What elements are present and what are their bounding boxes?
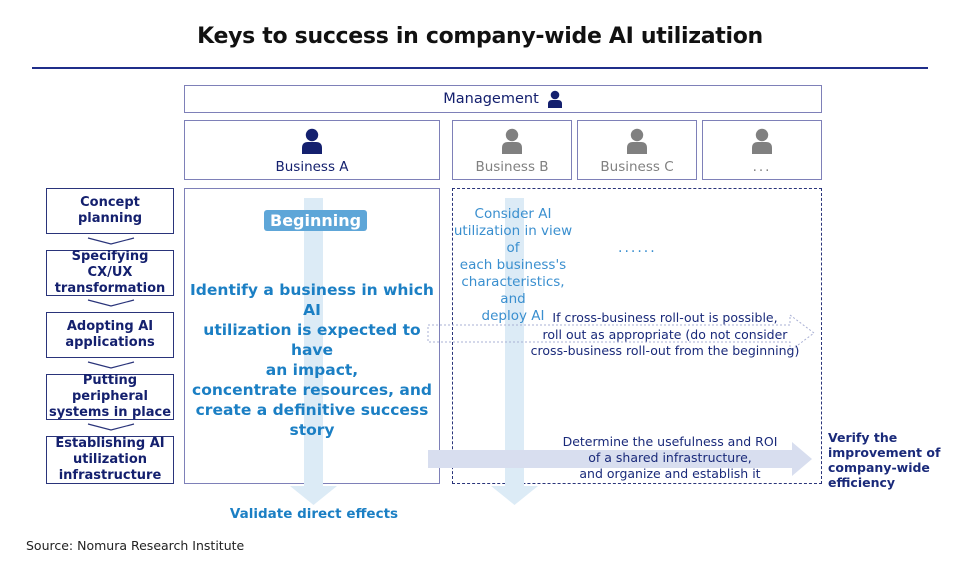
- arrow-down-business-a: [290, 198, 337, 505]
- business-a-box: Business A: [184, 120, 440, 180]
- person-icon: [302, 128, 322, 154]
- management-label: Management: [443, 91, 539, 107]
- page-title: Keys to success in company-wide AI utili…: [197, 24, 763, 49]
- arrow-right-infrastructure: [428, 442, 812, 476]
- ellipsis: ......: [618, 240, 657, 256]
- business-more-label: ...: [752, 159, 772, 175]
- step-adopting-ai: Adopting AI applications: [46, 312, 174, 358]
- outcome-text: Verify the improvement of company-wide e…: [828, 430, 941, 490]
- step-cx-ux: Specifying CX/UX transformation: [46, 249, 174, 296]
- validate-direct-effects-label: Validate direct effects: [229, 506, 399, 522]
- business-c-box: Business C: [577, 120, 697, 180]
- person-icon: [547, 90, 562, 108]
- panel-a-text: Identify a business in which AI utilizat…: [190, 281, 434, 439]
- step-ai-infrastructure: Establishing AI utilization infrastructu…: [46, 436, 174, 484]
- person-icon: [502, 128, 522, 154]
- step-peripheral-systems: Putting peripheral systems in place: [46, 373, 174, 420]
- person-icon: [752, 128, 772, 154]
- business-c-label: Business C: [600, 159, 674, 175]
- business-b-box: Business B: [452, 120, 572, 180]
- title-divider: [32, 67, 928, 69]
- chevron-down-icon: [87, 361, 135, 369]
- beginning-badge: Beginning: [264, 210, 368, 231]
- business-b-label: Business B: [475, 159, 549, 175]
- person-icon: [627, 128, 647, 154]
- other-businesses-panel: [452, 188, 822, 484]
- rollout-text: If cross-business roll-out is possible, …: [530, 310, 800, 358]
- chevron-down-icon: [87, 299, 135, 307]
- business-more-box: ...: [702, 120, 822, 180]
- arrow-down-business-b: [491, 198, 538, 505]
- arrow-right-rollout: [427, 314, 815, 352]
- chevron-down-icon: [87, 237, 135, 245]
- source-note: Source: Nomura Research Institute: [26, 538, 245, 553]
- chevron-down-icon: [87, 423, 135, 431]
- infrastructure-text: Determine the usefulness and ROI of a sh…: [562, 434, 778, 481]
- panel-b-text: Consider AI utilization in view of each …: [453, 206, 573, 324]
- step-concept-planning: Concept planning: [46, 188, 174, 234]
- business-a-label: Business A: [275, 159, 349, 175]
- management-box: Management: [184, 85, 822, 113]
